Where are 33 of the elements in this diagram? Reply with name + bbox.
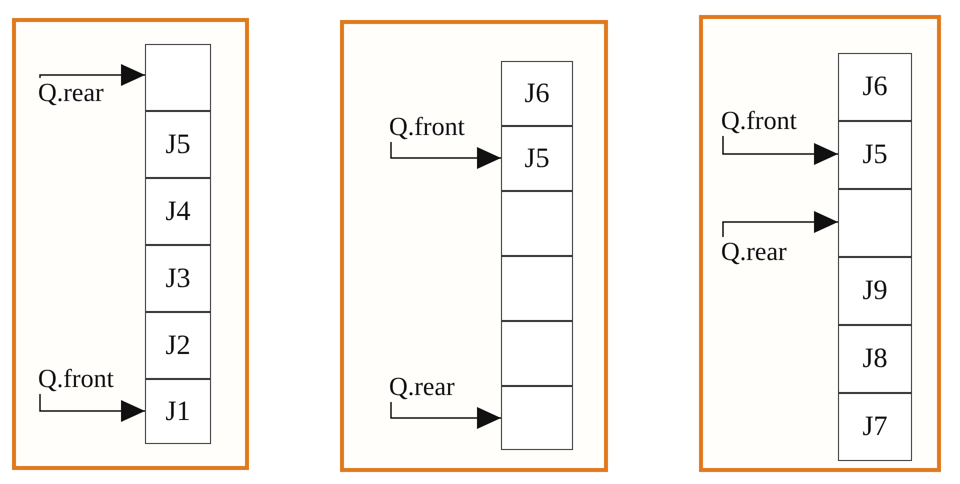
pointer-arrow — [722, 211, 838, 237]
array-cell — [145, 44, 211, 111]
array-cell: J6 — [501, 61, 573, 126]
array-cell: J2 — [145, 312, 211, 379]
pointer-arrow — [39, 394, 145, 422]
pointer-label: Q.front — [721, 106, 807, 136]
queue-panel — [12, 18, 249, 470]
array-cell — [501, 386, 573, 450]
array-cell: J5 — [838, 121, 912, 189]
array-cell: J6 — [838, 53, 912, 121]
array-cell: J1 — [145, 379, 211, 444]
array-cell: J9 — [838, 257, 912, 325]
pointer-arrow — [722, 136, 838, 165]
array-cell — [838, 189, 912, 257]
array-cell — [501, 321, 573, 386]
pointer-arrow — [390, 142, 501, 169]
array-cell: J5 — [145, 111, 211, 178]
pointer-arrow — [390, 402, 501, 429]
pointer-label: Q.rear — [721, 237, 801, 267]
pointer-label: Q.rear — [38, 78, 118, 108]
pointer-label: Q.front — [389, 112, 475, 142]
array-cell — [501, 191, 573, 256]
array-cell: J8 — [838, 325, 912, 393]
array-cell: J3 — [145, 245, 211, 312]
array-cell — [501, 256, 573, 321]
queue-panel — [340, 20, 608, 472]
array-cell: J4 — [145, 178, 211, 245]
pointer-label: Q.rear — [389, 372, 469, 402]
pointer-arrow — [39, 64, 145, 86]
queue-panel — [699, 15, 941, 472]
array-cell: J7 — [838, 393, 912, 461]
pointer-label: Q.front — [38, 364, 124, 394]
array-cell: J5 — [501, 126, 573, 191]
